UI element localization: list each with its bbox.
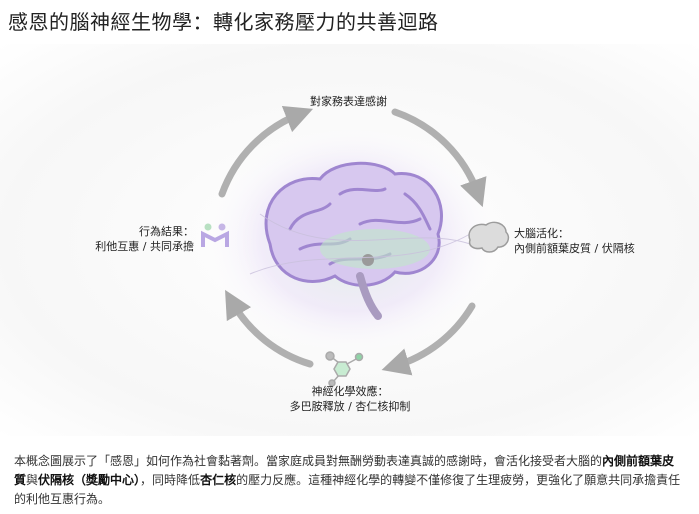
- molecule-icon: [325, 351, 364, 387]
- step-neuro-title: 神經化學效應：: [311, 385, 389, 398]
- step-gratitude-label: 對家務表達感謝: [310, 95, 387, 108]
- arrow-top-left: [218, 106, 314, 198]
- handshake-icon: [201, 223, 229, 247]
- step-neurochemical-effect: 神經化學效應： 多巴胺釋放 / 杏仁核抑制: [288, 384, 412, 414]
- page-title: 感恩的腦神經生物學：轉化家務壓力的共善迴路: [8, 10, 439, 34]
- diagram-graphics: [201, 106, 510, 387]
- step-behavior-title: 行為結果：: [139, 225, 194, 238]
- caption-text: 的壓力反應。這種神經化學的轉變不僅修復了生理疲勞，更強化了願意共同承擔責任的利他…: [14, 473, 681, 506]
- caption-text: 本概念圖展示了「感恩」如何作為社會黏著劑。當家庭成員對無酬勞動表達真誠的感謝時，…: [14, 454, 603, 468]
- arrow-top-right: [391, 108, 487, 208]
- step-behavior-detail: 利他互惠 / 共同承擔: [95, 240, 194, 253]
- step-brain-detail: 內側前額葉皮質 / 伏隔核: [514, 242, 635, 255]
- caption-paragraph: 本概念圖展示了「感恩」如何作為社會黏著劑。當家庭成員對無酬勞動表達真誠的感謝時，…: [14, 452, 686, 509]
- gratitude-cycle-diagram: 對家務表達感謝 大腦活化： 內側前額葉皮質 / 伏隔核 神經化學效應： 多巴胺釋…: [0, 44, 699, 436]
- step-brain-activation: 大腦活化： 內側前額葉皮質 / 伏隔核: [514, 226, 635, 256]
- step-neuro-detail: 多巴胺釋放 / 杏仁核抑制: [289, 400, 411, 413]
- caption-text: ，同時降低: [140, 473, 201, 487]
- brain-illustration: [249, 161, 471, 320]
- caption-text: 與: [26, 473, 39, 487]
- caption-bold-amygdala: 杏仁核: [200, 473, 237, 487]
- brain-icon: [468, 221, 510, 253]
- arrow-bottom-left: [225, 289, 314, 368]
- arrow-bottom-right: [381, 302, 476, 376]
- step-brain-title: 大腦活化：: [514, 227, 569, 240]
- caption-bold-mpfc: 內側前額葉皮質: [14, 454, 675, 487]
- caption-bold-nacc: 伏隔核（獎勵中心）: [38, 473, 141, 487]
- step-behavior-outcome: 行為結果： 利他互惠 / 共同承擔: [86, 224, 194, 254]
